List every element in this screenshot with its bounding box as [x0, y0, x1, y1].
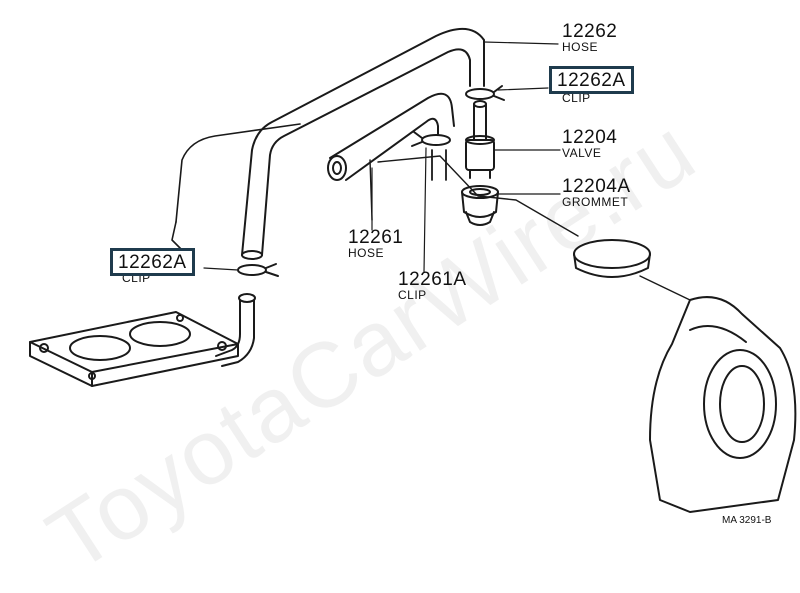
part-label-12261-hose: 12261 HOSE [348, 228, 403, 259]
part-number: 12204 [562, 127, 618, 148]
part-name: HOSE [562, 40, 599, 54]
part-number: 12262 [562, 21, 618, 42]
clip-12262a-top [465, 85, 505, 101]
part-label-12204a-grommet: 12204A GROMMET [562, 177, 631, 208]
part-number-12262a-top-highlight: 12262A [549, 66, 634, 94]
reference-code: MA 3291-B [722, 515, 772, 526]
part-label-12204-valve: 12204 VALVE [562, 128, 617, 159]
cap-disc [573, 239, 691, 301]
grommet-12204a [461, 185, 499, 226]
leader-lines [203, 41, 561, 273]
part-name: GROMMET [562, 195, 629, 209]
hose-12262 [241, 28, 485, 260]
engine-outline-2 [171, 221, 183, 251]
spacer-plate [29, 311, 239, 387]
body-line [377, 155, 579, 237]
part-number-12262a-left-highlight: 12262A [110, 248, 195, 276]
part-number: 12262A [118, 252, 187, 273]
clip-12262a-left [237, 263, 279, 277]
diagram-drawing [29, 28, 797, 513]
part-name: VALVE [562, 146, 602, 160]
part-name: CLIP [398, 288, 427, 302]
engine-outline [175, 123, 301, 223]
part-number: 12262A [557, 70, 626, 91]
part-label-12262-hose: 12262 HOSE [562, 22, 617, 53]
part-name: CLIP [562, 91, 591, 105]
pipe-stub [431, 149, 447, 181]
hose-lower [215, 293, 256, 367]
part-number: 12204A [562, 176, 631, 197]
parts-diagram: ToyotaCarWire.ru [29, 22, 797, 591]
part-label-12261a-clip: 12261A CLIP [398, 270, 467, 301]
valve-12204 [465, 100, 495, 179]
hose-12261 [327, 92, 455, 181]
air-cleaner-housing [649, 296, 797, 513]
part-number: 12261 [348, 227, 404, 248]
clip-12261a [411, 131, 451, 147]
part-name: HOSE [348, 246, 385, 260]
part-number: 12261A [398, 269, 467, 290]
